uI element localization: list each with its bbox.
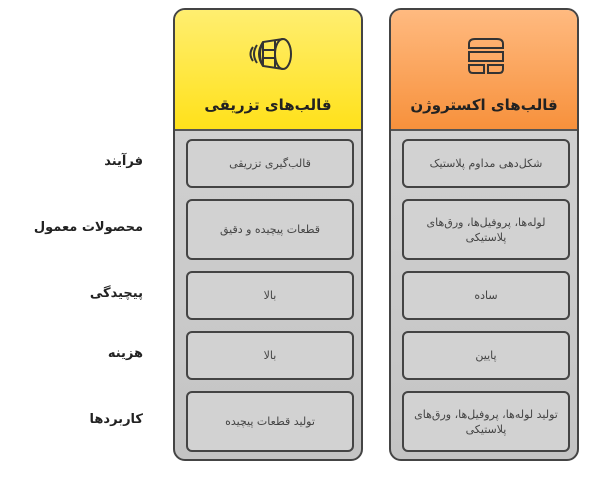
- extrusion-header: قالب‌های اکستروژن: [391, 10, 577, 131]
- extrusion-complexity-cell: ساده: [402, 271, 570, 320]
- extrusion-column: قالب‌های اکستروژن شکل‌دهی مداوم پلاستیک …: [389, 8, 579, 461]
- extrusion-cost-cell: پایین: [402, 331, 570, 380]
- injection-cost-cell: بالا: [186, 331, 354, 380]
- injection-header: قالب‌های تزریقی: [175, 10, 361, 131]
- injection-mold-icon: [249, 38, 292, 70]
- row-label-applications: کاربردها: [89, 412, 143, 427]
- extrusion-process-cell: شکل‌دهی مداوم پلاستیک: [402, 139, 570, 188]
- injection-column: قالب‌های تزریقی قالب‌گیری تزریقی قطعات پ…: [173, 8, 363, 461]
- injection-process-cell: قالب‌گیری تزریقی: [186, 139, 354, 188]
- injection-products-cell: قطعات پیچیده و دقیق: [186, 199, 354, 260]
- injection-title: قالب‌های تزریقی: [204, 96, 332, 114]
- extrusion-title: قالب‌های اکستروژن: [410, 96, 558, 114]
- row-label-process: فرآیند: [104, 154, 143, 169]
- row-label-cost: هزینه: [107, 346, 143, 361]
- injection-complexity-cell: بالا: [186, 271, 354, 320]
- row-label-complexity: پیچیدگی: [89, 286, 143, 301]
- row-label-products: محصولات معمول: [33, 220, 143, 235]
- extrusion-applications-cell: تولید لوله‌ها، پروفیل‌ها، ورق‌های پلاستی…: [402, 391, 570, 452]
- extrusion-products-cell: لوله‌ها، پروفیل‌ها، ورق‌های پلاستیکی: [402, 199, 570, 260]
- extrusion-die-icon: [468, 38, 504, 74]
- injection-applications-cell: تولید قطعات پیچیده: [186, 391, 354, 452]
